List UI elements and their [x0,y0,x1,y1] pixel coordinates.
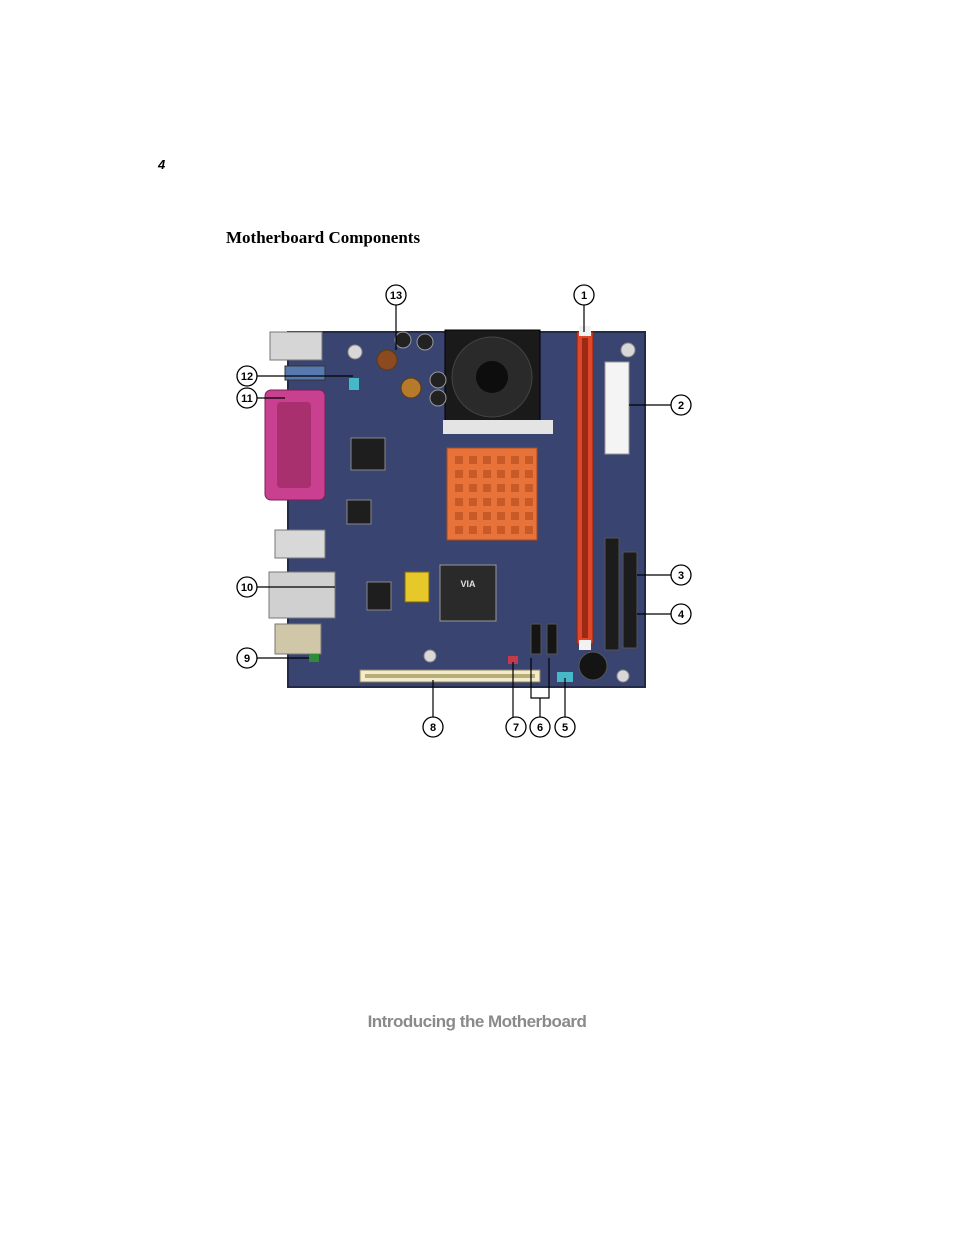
callout-4: 4 [678,609,685,621]
callout-7: 7 [513,722,519,734]
callout-8: 8 [430,722,436,734]
capacitor [394,331,412,349]
ide-connector-primary [604,537,620,651]
callout-9: 9 [244,653,250,665]
fan-center [476,361,508,393]
mounting-hole [423,649,437,663]
callout-2: 2 [678,400,684,412]
callout-12: 12 [241,371,253,383]
callout-3: 3 [678,570,684,582]
pin-header [349,378,359,390]
pin-header [508,656,518,664]
dimm-slot-channel [582,338,588,638]
motherboard-diagram: VIA [236,284,692,738]
lan-port [268,571,336,619]
heatsink-fins [455,456,533,534]
chip-marking: VIA [460,579,476,589]
usb-ports [274,529,326,559]
audio-jacks [274,623,322,655]
capacitor [429,389,447,407]
io-chip [350,437,386,471]
pci-slot-channel [365,674,535,678]
mounting-hole [347,344,363,360]
audio-chip [404,571,430,603]
sata-connector [546,623,558,655]
ide-connector-secondary [622,551,638,649]
callout-1: 1 [581,290,587,302]
callout-10: 10 [241,582,253,594]
page-number: 4 [158,157,166,172]
mounting-hole [616,669,630,683]
callout-13: 13 [390,290,402,302]
callout-11: 11 [241,393,253,405]
bios-chip [346,499,372,525]
motherboard-figure: VIA [225,280,700,740]
southbridge-chip [439,564,497,622]
dimm-latch [579,640,591,650]
callout-6: 6 [537,722,543,734]
pin-header [557,672,573,682]
choke-coil [400,377,422,399]
callout-circles [236,284,692,738]
capacitor [416,333,434,351]
dimm-latch [579,326,591,336]
footer-title: Introducing the Motherboard [367,1012,587,1031]
callout-leaders [257,305,673,717]
lan-chip [366,581,392,611]
section-title: Motherboard Components [226,228,421,247]
choke-coil [376,349,398,371]
parallel-port-inner [277,402,311,488]
vga-port [269,331,323,361]
atx-power-connector [604,361,630,455]
green-jack [309,654,319,662]
buzzer [578,651,608,681]
mounting-hole [620,342,636,358]
callout-5: 5 [562,722,568,734]
sata-connector [530,623,542,655]
serial-port [284,365,326,381]
capacitor [429,371,447,389]
fan-bracket [443,420,553,434]
